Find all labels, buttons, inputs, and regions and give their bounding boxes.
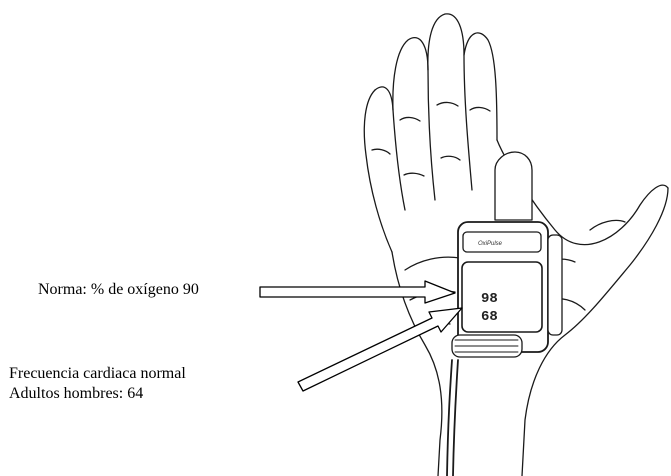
heart-rate-arrow xyxy=(298,308,462,391)
pulse-display: 68 xyxy=(481,309,498,325)
svg-text:OxiPulse: OxiPulse xyxy=(478,241,503,247)
spo2-display: 98 xyxy=(481,291,498,307)
heart-rate-adults-label: Adultos hombres: 64 xyxy=(9,384,143,403)
oxygen-arrow xyxy=(260,281,455,303)
heart-rate-title-label: Frecuencia cardiaca normal xyxy=(9,364,186,383)
oxygen-norm-label: Norma: % de oxígeno 90 xyxy=(38,280,199,299)
pulse-oximeter-device: OxiPulse 98 68 xyxy=(452,152,562,357)
